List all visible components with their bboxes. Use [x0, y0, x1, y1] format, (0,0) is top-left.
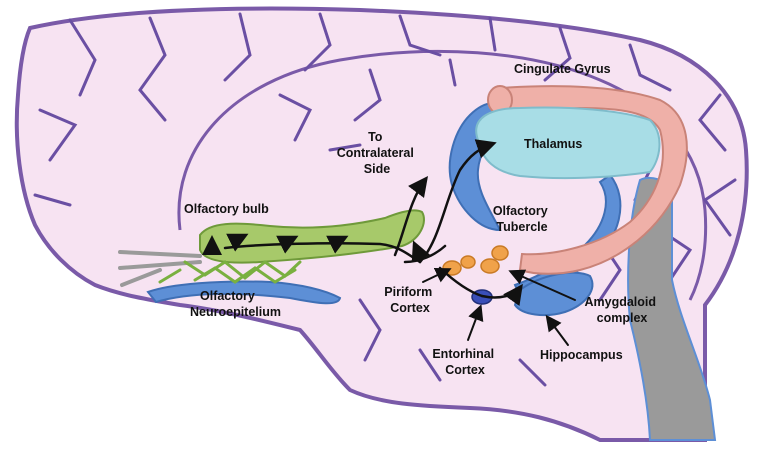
label-thalamus: Thalamus: [524, 137, 582, 151]
label-olfactory-neuroepithelium-line-1: Olfactory: [200, 289, 255, 303]
label-piriform-cortex-line-1: Piriform: [384, 285, 432, 299]
label-olfactory-tubercle-line-2: Tubercle: [496, 220, 547, 234]
label-cingulate-gyrus: Cingulate Gyrus: [514, 62, 611, 76]
amygdala-blob: [492, 246, 508, 260]
label-entorhinal-cortex-line-1: Entorhinal: [432, 347, 494, 361]
label-olfactory-tubercle-line-1: Olfactory: [493, 204, 548, 218]
amygdala-blob-2: [481, 259, 499, 273]
label-amygdaloid-complex-line-1: Amygdaloid: [584, 295, 656, 309]
label-piriform-cortex-line-2: Cortex: [390, 301, 430, 315]
label-amygdaloid-complex-line-2: complex: [597, 311, 648, 325]
label-olfactory-bulb: Olfactory bulb: [184, 202, 269, 216]
label-to-contralateral-line-1: To: [368, 130, 383, 144]
label-entorhinal-cortex-line-2: Cortex: [445, 363, 485, 377]
piriform-cortex-blob-2: [461, 256, 475, 268]
label-olfactory-neuroepithelium-line-2: Neuroepitelium: [190, 305, 281, 319]
label-to-contralateral-line-2: Contralateral: [337, 146, 414, 160]
label-to-contralateral-line-3: Side: [364, 162, 390, 176]
label-hippocampus: Hippocampus: [540, 348, 623, 362]
